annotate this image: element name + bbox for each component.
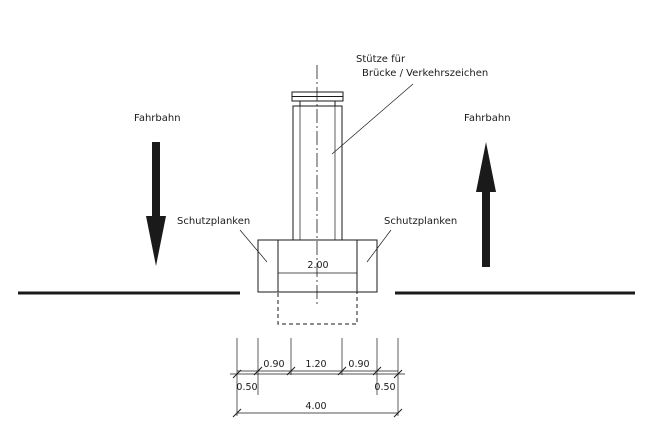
- leader-schutzplanken-left: [239, 229, 268, 263]
- median-block: [277, 239, 358, 293]
- label-stuetze-line1: Stütze für: [356, 54, 406, 65]
- dim-ticks-total: [232, 408, 403, 418]
- foundation-dashed: [277, 291, 358, 325]
- dimension-extension-lines: [236, 338, 399, 416]
- label-stuetze-line2: Brücke / Verkehrszeichen: [362, 68, 488, 79]
- dim-row1-right: 0.90: [348, 359, 369, 370]
- arrow-down-icon: [146, 142, 166, 266]
- dim-total: 4.00: [305, 401, 326, 412]
- dim-ticks-row2: [232, 369, 403, 379]
- leader-stuetze: [331, 83, 414, 155]
- guardrail-left: [257, 239, 279, 293]
- label-fahrbahn-left: Fahrbahn: [134, 113, 181, 124]
- label-schutzplanken-left: Schutzplanken: [177, 216, 250, 227]
- dim-inner-width: 2.00: [307, 260, 328, 271]
- label-fahrbahn-right: Fahrbahn: [464, 113, 511, 124]
- guardrail-right: [356, 239, 378, 293]
- dim-row1-mid: 1.20: [305, 359, 326, 370]
- leader-schutzplanken-right: [366, 229, 392, 263]
- column-cap-base: [299, 100, 336, 107]
- dim-row1-left: 0.90: [263, 359, 284, 370]
- dim-row2-left: 0.50: [236, 382, 257, 393]
- arrow-up-icon: [476, 142, 496, 267]
- dim-row2-right: 0.50: [374, 382, 395, 393]
- label-schutzplanken-right: Schutzplanken: [384, 216, 457, 227]
